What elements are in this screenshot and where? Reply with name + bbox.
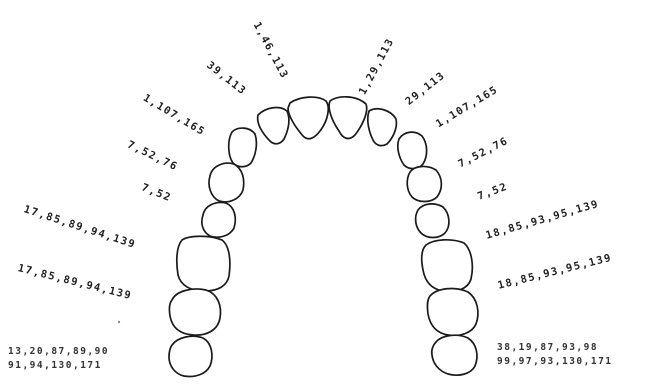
tooth-right-third-molar (169, 336, 212, 376)
label-left-third-molar-line2: 99,97,93,130,171 (497, 355, 613, 369)
tooth-left-first-molar (422, 240, 473, 292)
speck-mark (118, 321, 120, 323)
tooth-left-third-molar (432, 335, 477, 375)
tooth-right-lateral-incisor (258, 108, 289, 144)
label-left-third-molar-line1: 38,19,87,93,98 (497, 341, 613, 355)
tooth-left-second-molar (427, 289, 478, 336)
label-right-third-molar: 13,20,87,89,90 91,94,130,171 (8, 345, 109, 373)
tooth-left-central-incisor (329, 97, 367, 139)
tooth-left-first-premolar (407, 166, 441, 201)
tooth-right-first-premolar (209, 163, 244, 202)
tooth-left-second-premolar (416, 204, 449, 238)
tooth-right-central-incisor (288, 97, 328, 139)
tooth-right-first-molar (177, 236, 230, 291)
tooth-left-canine (398, 132, 427, 168)
tooth-right-second-molar (169, 289, 220, 335)
tooth-left-lateral-incisor (368, 109, 397, 146)
label-right-third-molar-line1: 13,20,87,89,90 (8, 345, 109, 359)
tooth-right-canine (229, 128, 257, 167)
label-right-third-molar-line2: 91,94,130,171 (8, 359, 109, 373)
tooth-right-second-premolar (202, 203, 235, 238)
label-left-third-molar: 38,19,87,93,98 99,97,93,130,171 (497, 341, 613, 369)
